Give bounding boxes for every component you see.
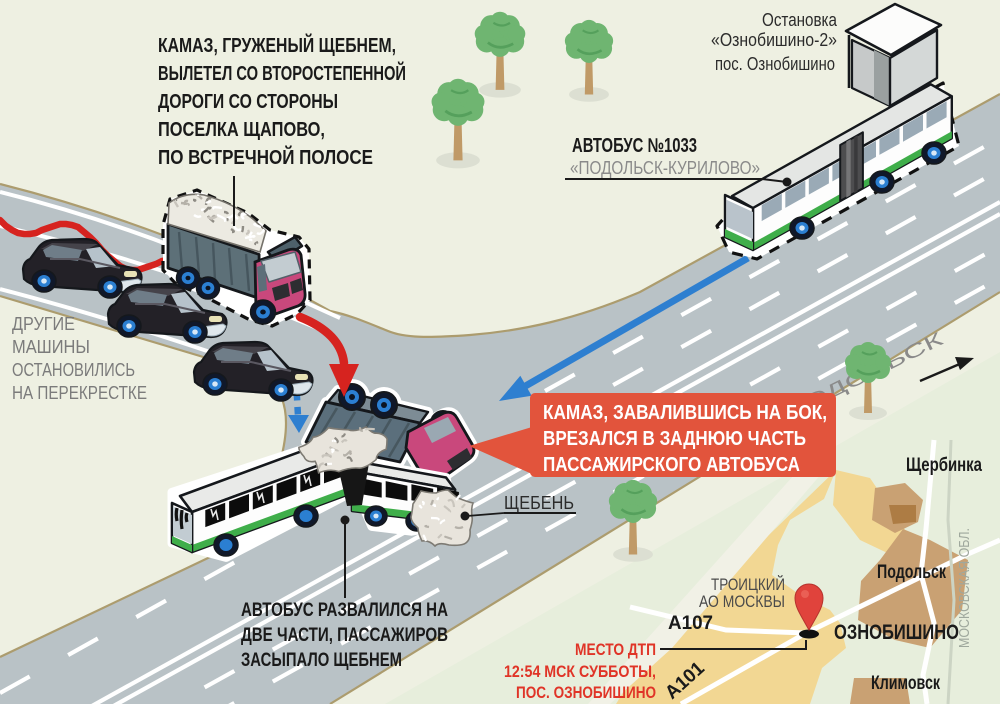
svg-text:ПОС. ОЗНОБИШИНО: ПОС. ОЗНОБИШИНО xyxy=(516,683,656,702)
svg-text:Климовск: Климовск xyxy=(871,673,940,694)
svg-text:«Ознобишино-2»: «Ознобишино-2» xyxy=(711,30,837,50)
svg-text:ПО ВСТРЕЧНОЙ ПОЛОСЕ: ПО ВСТРЕЧНОЙ ПОЛОСЕ xyxy=(158,145,373,169)
svg-text:12:54 МСК СУББОТЫ,: 12:54 МСК СУББОТЫ, xyxy=(504,662,656,681)
svg-text:Подольск: Подольск xyxy=(877,562,946,583)
svg-text:АО МОСКВЫ: АО МОСКВЫ xyxy=(699,592,785,611)
svg-text:МОСКОВСКАЯ ОБЛ.: МОСКОВСКАЯ ОБЛ. xyxy=(956,528,973,648)
svg-text:МАШИНЫ: МАШИНЫ xyxy=(12,337,90,357)
svg-text:ОСТАНОВИЛИСЬ: ОСТАНОВИЛИСЬ xyxy=(12,360,135,380)
svg-text:ДРУГИЕ: ДРУГИЕ xyxy=(12,314,75,334)
svg-text:А107: А107 xyxy=(668,613,713,634)
svg-text:пос. Ознобишино: пос. Ознобишино xyxy=(715,54,835,74)
svg-text:ПОСЕЛКА ЩАПОВО,: ПОСЕЛКА ЩАПОВО, xyxy=(158,119,325,141)
svg-text:АВТОБУС РАЗВАЛИЛСЯ НА: АВТОБУС РАЗВАЛИЛСЯ НА xyxy=(241,600,448,621)
svg-text:«ПОДОЛЬСК-КУРИЛОВО»: «ПОДОЛЬСК-КУРИЛОВО» xyxy=(570,158,760,178)
svg-text:ТРОИЦКИЙ: ТРОИЦКИЙ xyxy=(711,575,785,594)
svg-text:МЕСТО ДТП: МЕСТО ДТП xyxy=(575,640,656,659)
svg-text:ВЫЛЕТЕЛ СО ВТОРОСТЕПЕННОЙ: ВЫЛЕТЕЛ СО ВТОРОСТЕПЕННОЙ xyxy=(158,61,406,85)
svg-text:КАМАЗ, ЗАВАЛИВШИСЬ НА БОК,: КАМАЗ, ЗАВАЛИВШИСЬ НА БОК, xyxy=(543,402,827,424)
svg-text:НА ПЕРЕКРЕСТКЕ: НА ПЕРЕКРЕСТКЕ xyxy=(12,383,147,403)
svg-text:ЩЕБЕНЬ: ЩЕБЕНЬ xyxy=(504,493,574,513)
svg-text:ОЗНОБИШИНО: ОЗНОБИШИНО xyxy=(834,621,959,644)
svg-text:ДОРОГИ СО СТОРОНЫ: ДОРОГИ СО СТОРОНЫ xyxy=(158,91,338,113)
svg-text:ВРЕЗАЛСЯ В ЗАДНЮЮ ЧАСТЬ: ВРЕЗАЛСЯ В ЗАДНЮЮ ЧАСТЬ xyxy=(543,428,806,450)
svg-text:ПАССАЖИРСКОГО АВТОБУСА: ПАССАЖИРСКОГО АВТОБУСА xyxy=(543,454,800,476)
svg-text:ДВЕ ЧАСТИ, ПАССАЖИРОВ: ДВЕ ЧАСТИ, ПАССАЖИРОВ xyxy=(241,625,448,646)
svg-text:АВТОБУС №1033: АВТОБУС №1033 xyxy=(572,135,697,157)
svg-text:ЗАСЫПАЛО ЩЕБНЕМ: ЗАСЫПАЛО ЩЕБНЕМ xyxy=(241,650,402,671)
svg-text:Остановка: Остановка xyxy=(762,10,838,30)
svg-text:Щербинка: Щербинка xyxy=(906,455,982,476)
svg-text:КАМАЗ, ГРУЖЕНЫЙ ЩЕБНЕМ,: КАМАЗ, ГРУЖЕНЫЙ ЩЕБНЕМ, xyxy=(158,33,396,57)
